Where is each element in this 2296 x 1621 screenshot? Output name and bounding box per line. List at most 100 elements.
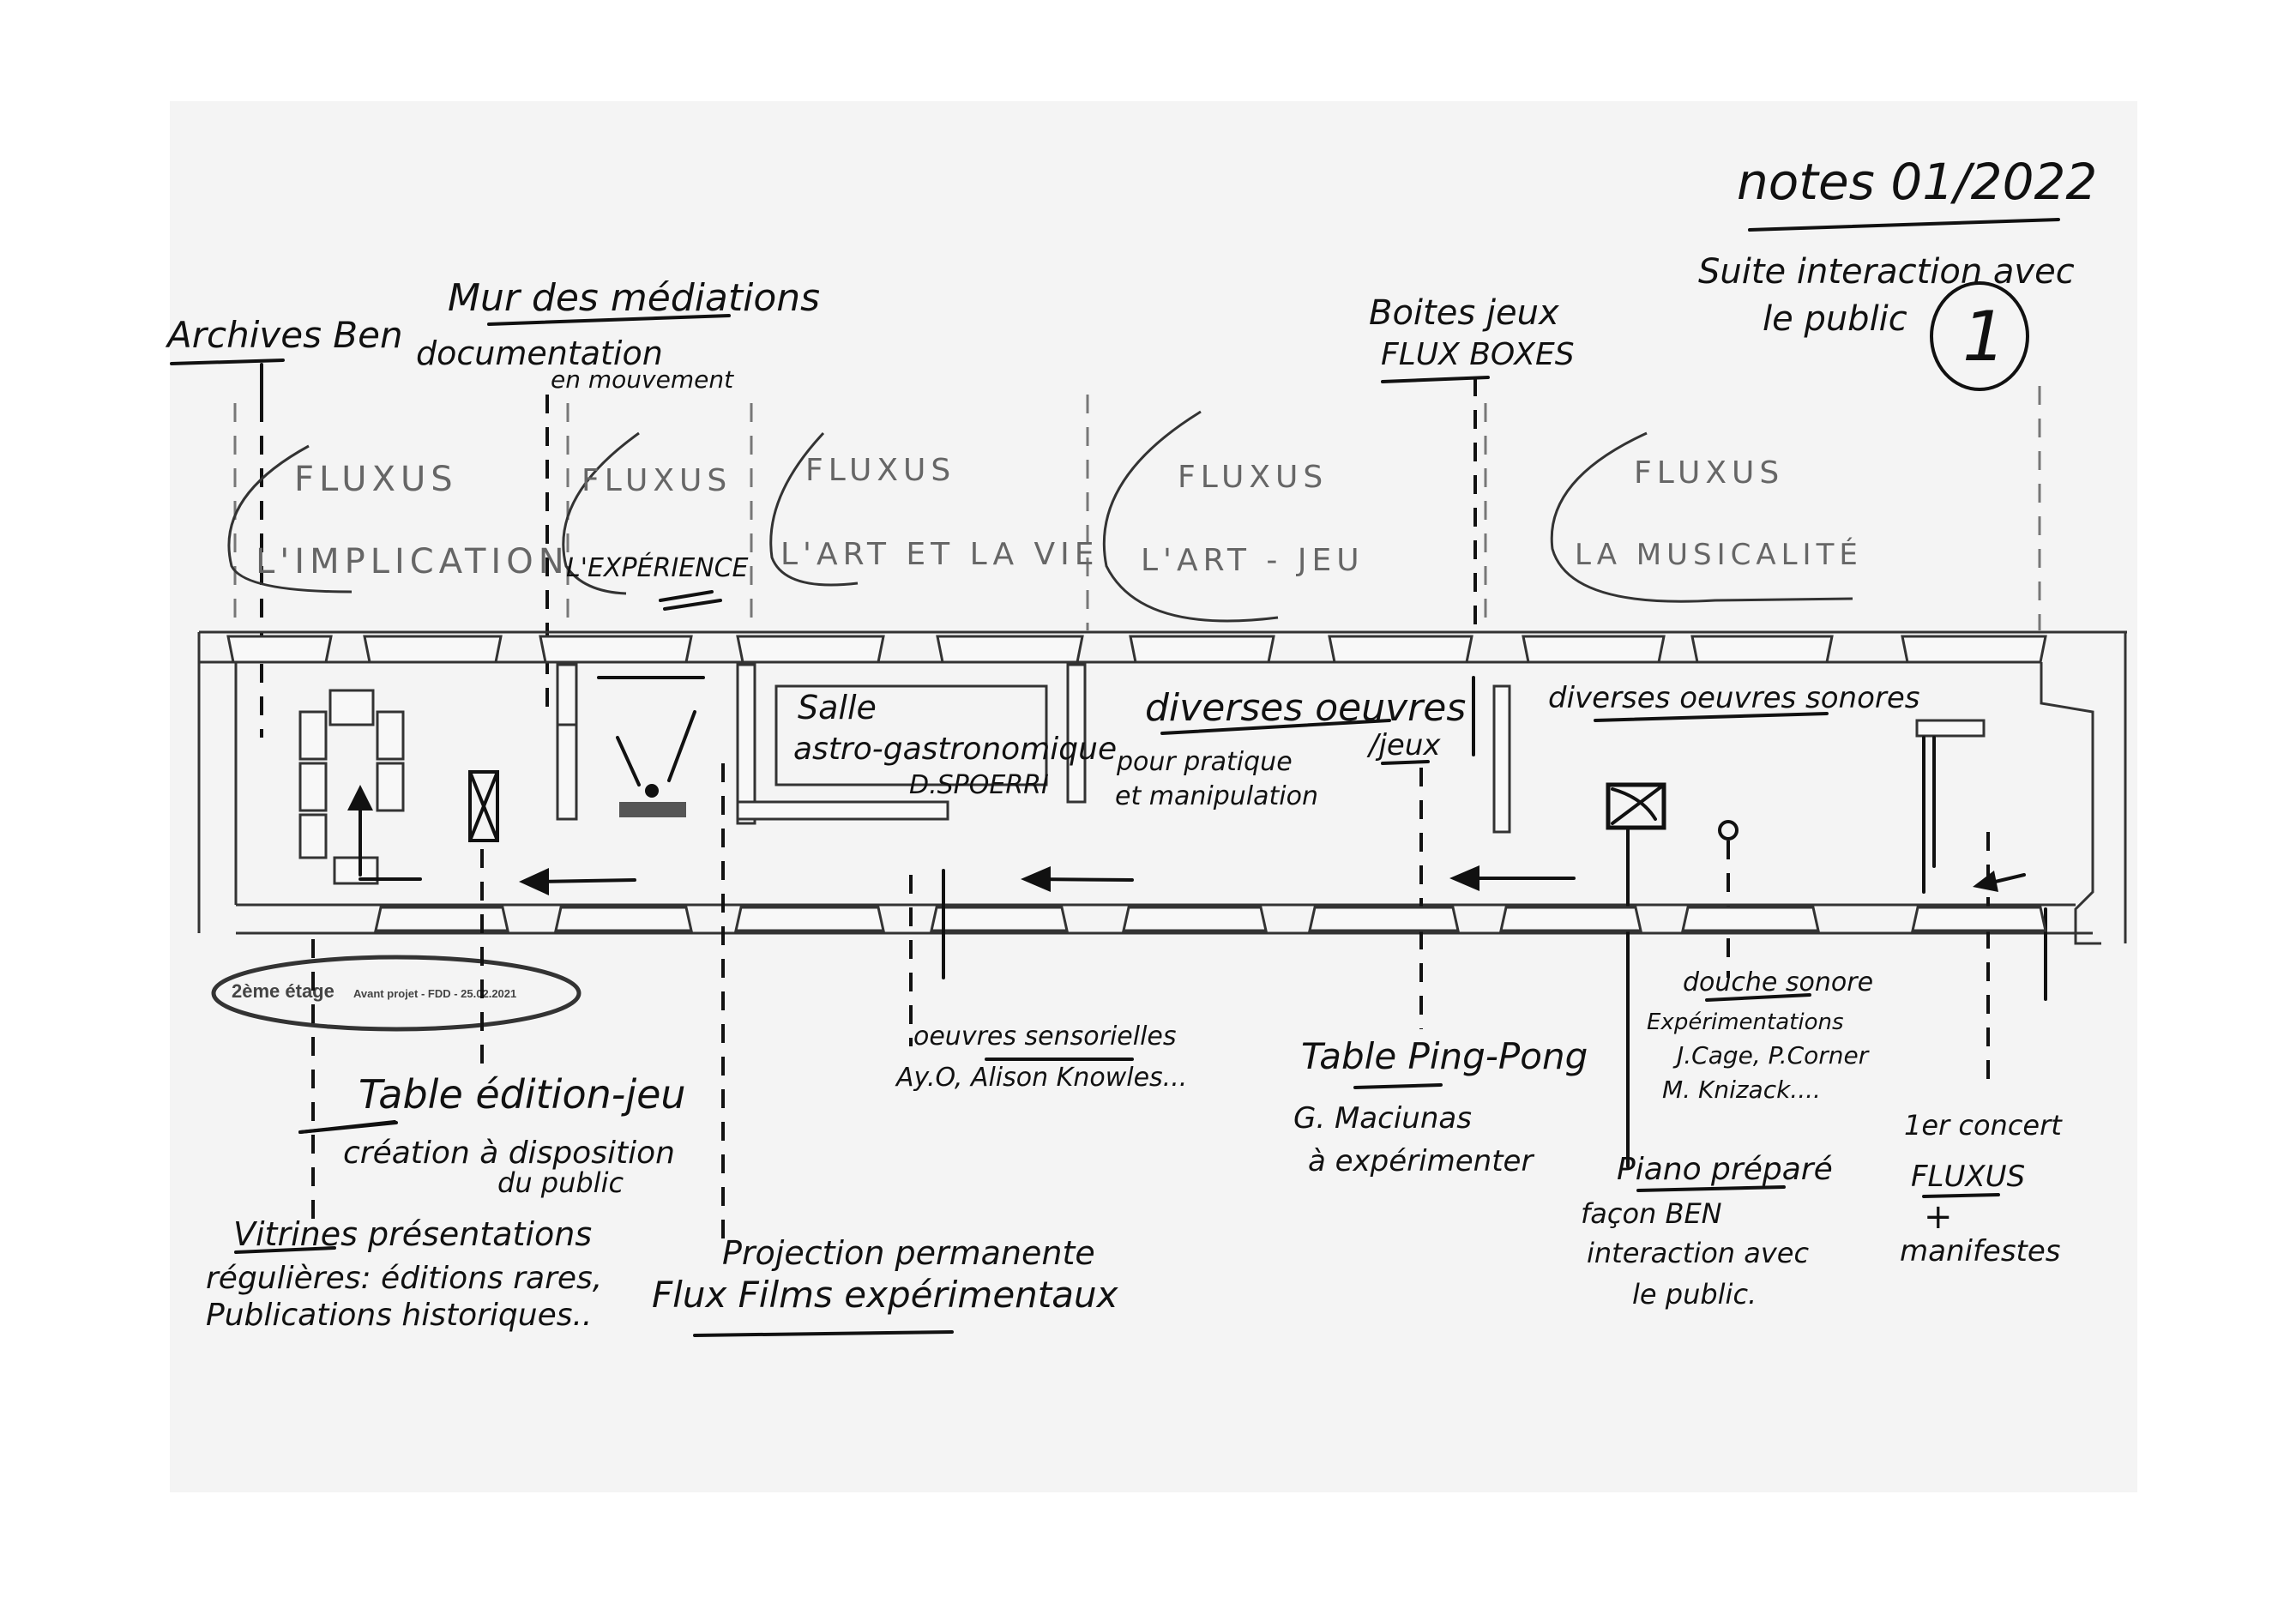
- window: [1499, 906, 1642, 932]
- room-implication: FLUXUS L'IMPLICATION: [227, 444, 564, 594]
- underline: [1748, 218, 2060, 232]
- mur-label: Mur des médiations: [448, 276, 820, 320]
- number-circle: [1930, 281, 2029, 391]
- note-line: régulières: éditions rares,: [206, 1261, 602, 1296]
- window: [539, 635, 693, 664]
- window: [936, 635, 1084, 664]
- note-title: Vitrines présentations: [233, 1215, 592, 1253]
- window: [1129, 635, 1275, 664]
- page-number: 1: [1962, 297, 2006, 377]
- sensorielles-note: oeuvres sensorielles Ay.O, Alison Knowle…: [895, 1021, 1187, 1093]
- note-line: création à disposition: [343, 1136, 675, 1171]
- salle-artist: D.SPOERRI: [909, 770, 1049, 800]
- diverses-sub: et manipulation: [1115, 781, 1318, 811]
- arrow-left-icon: [1021, 866, 1134, 892]
- note-line: le public.: [1632, 1278, 1757, 1311]
- window: [1681, 906, 1820, 932]
- windows: [226, 635, 2047, 932]
- subtitle-line-1: Suite interaction avec: [1698, 252, 2075, 292]
- note-line: +: [1924, 1197, 1953, 1237]
- room-theme: LA MUSICALITÉ: [1575, 537, 1863, 572]
- window: [374, 906, 509, 932]
- window: [1690, 635, 1834, 664]
- table-edition-icon: [468, 770, 499, 842]
- room-title: FLUXUS: [805, 453, 955, 488]
- note-line: Projection permanente: [722, 1234, 1095, 1272]
- diverses-title: diverses oeuvres: [1145, 686, 1466, 730]
- sonores-zone: diverses oeuvres sonores: [1548, 681, 2047, 1168]
- window: [226, 635, 333, 664]
- room-art-et-la-vie: FLUXUS L'ART ET LA VIE: [769, 431, 1100, 587]
- diverses-sub: pour pratique: [1116, 747, 1293, 777]
- projection-note: Projection permanente Flux Films expérim…: [652, 1234, 1119, 1337]
- douche-note: douche sonore Expérimentations J.Cage, P…: [1647, 967, 1873, 1104]
- note-title: Piano préparé: [1617, 1152, 1833, 1187]
- underline: [170, 359, 285, 365]
- note-title: Table édition-jeu: [359, 1071, 686, 1118]
- sonores-title: diverses oeuvres sonores: [1548, 681, 1919, 715]
- room-experience: FLUXUS L'EXPÉRIENCE: [562, 431, 749, 611]
- underline: [487, 314, 731, 326]
- note-line: Publications historiques..: [206, 1298, 592, 1333]
- window: [554, 906, 693, 932]
- stamp-floor: 2ème étage: [232, 980, 334, 1002]
- boites-label: Boites jeux: [1369, 293, 1559, 333]
- plan-stamp: 2ème étage Avant projet - FDD - 25.02.20…: [211, 955, 582, 1032]
- mediation-wall: [556, 663, 578, 821]
- room-art-jeu: FLUXUS L'ART - JEU: [1102, 410, 1365, 623]
- note-line: M. Knizack....: [1662, 1076, 1821, 1104]
- window: [930, 906, 1069, 932]
- note-line: G. Maciunas: [1293, 1101, 1472, 1136]
- concert-note: 1er concert FLUXUS + manifestes: [1900, 1109, 2063, 1268]
- note-line: oeuvres sensorielles: [913, 1021, 1177, 1052]
- table-edition-note: Table édition-jeu création à disposition…: [298, 1071, 686, 1199]
- projector-icon: [597, 676, 725, 1244]
- window: [363, 635, 503, 664]
- note-title: FLUXUS: [1911, 1160, 2025, 1194]
- vitrines-note: Vitrines présentations régulières: éditi…: [206, 1215, 602, 1333]
- subtitle-line-2: le public: [1763, 299, 1907, 339]
- documentation-label: documentation: [416, 334, 663, 372]
- window: [1522, 635, 1666, 664]
- window: [736, 635, 885, 664]
- room-title: FLUXUS: [582, 463, 732, 498]
- room-musicalite: FLUXUS LA MUSICALITÉ: [1550, 431, 1863, 603]
- note-line: interaction avec: [1587, 1237, 1809, 1269]
- note-line: du public: [497, 1166, 624, 1199]
- note-line: Expérimentations: [1647, 1009, 1844, 1035]
- note-line: manifestes: [1900, 1234, 2061, 1268]
- room-theme: L'ART ET LA VIE: [780, 537, 1100, 572]
- window: [1122, 906, 1268, 932]
- arrow-left-icon: [519, 868, 636, 895]
- note-line: 1er concert: [1904, 1109, 2063, 1142]
- notes-date: notes 01/2022: [1737, 153, 2097, 211]
- guide-lines-bottom: [311, 849, 945, 1231]
- note-title: Flux Films expérimentaux: [652, 1274, 1119, 1316]
- window: [1901, 635, 2047, 664]
- circulation-arrows: [519, 865, 2026, 895]
- note-line: façon BEN: [1581, 1197, 1722, 1230]
- room-title: FLUXUS: [294, 460, 458, 499]
- note-title: douche sonore: [1683, 967, 1873, 997]
- room-title: FLUXUS: [1634, 455, 1784, 491]
- window: [1911, 906, 2047, 932]
- stair-arrow-icon: [347, 785, 422, 881]
- note-title: Table Ping-Pong: [1301, 1035, 1588, 1077]
- room-theme: L'ART - JEU: [1141, 543, 1365, 578]
- diverses-oeuvres: diverses oeuvres /jeux pour pratique et …: [1115, 676, 1511, 1029]
- arrow-left-icon: [1973, 871, 2026, 892]
- window: [734, 906, 885, 932]
- window: [1308, 906, 1460, 932]
- underline: [1381, 376, 1490, 383]
- note-line: J.Cage, P.Corner: [1672, 1041, 1870, 1070]
- mouvement-label: en mouvement: [551, 365, 734, 394]
- note-line: Ay.O, Alison Knowles...: [895, 1063, 1187, 1093]
- salle-label: astro-gastronomique: [793, 732, 1117, 767]
- room-theme: L'EXPÉRIENCE: [566, 552, 749, 583]
- archives-label: Archives Ben: [165, 314, 403, 356]
- note-line: à expérimenter: [1308, 1144, 1534, 1178]
- arrow-left-icon: [1449, 865, 1576, 891]
- diverses-jeux: /jeux: [1366, 728, 1441, 762]
- room-title: FLUXUS: [1178, 460, 1328, 495]
